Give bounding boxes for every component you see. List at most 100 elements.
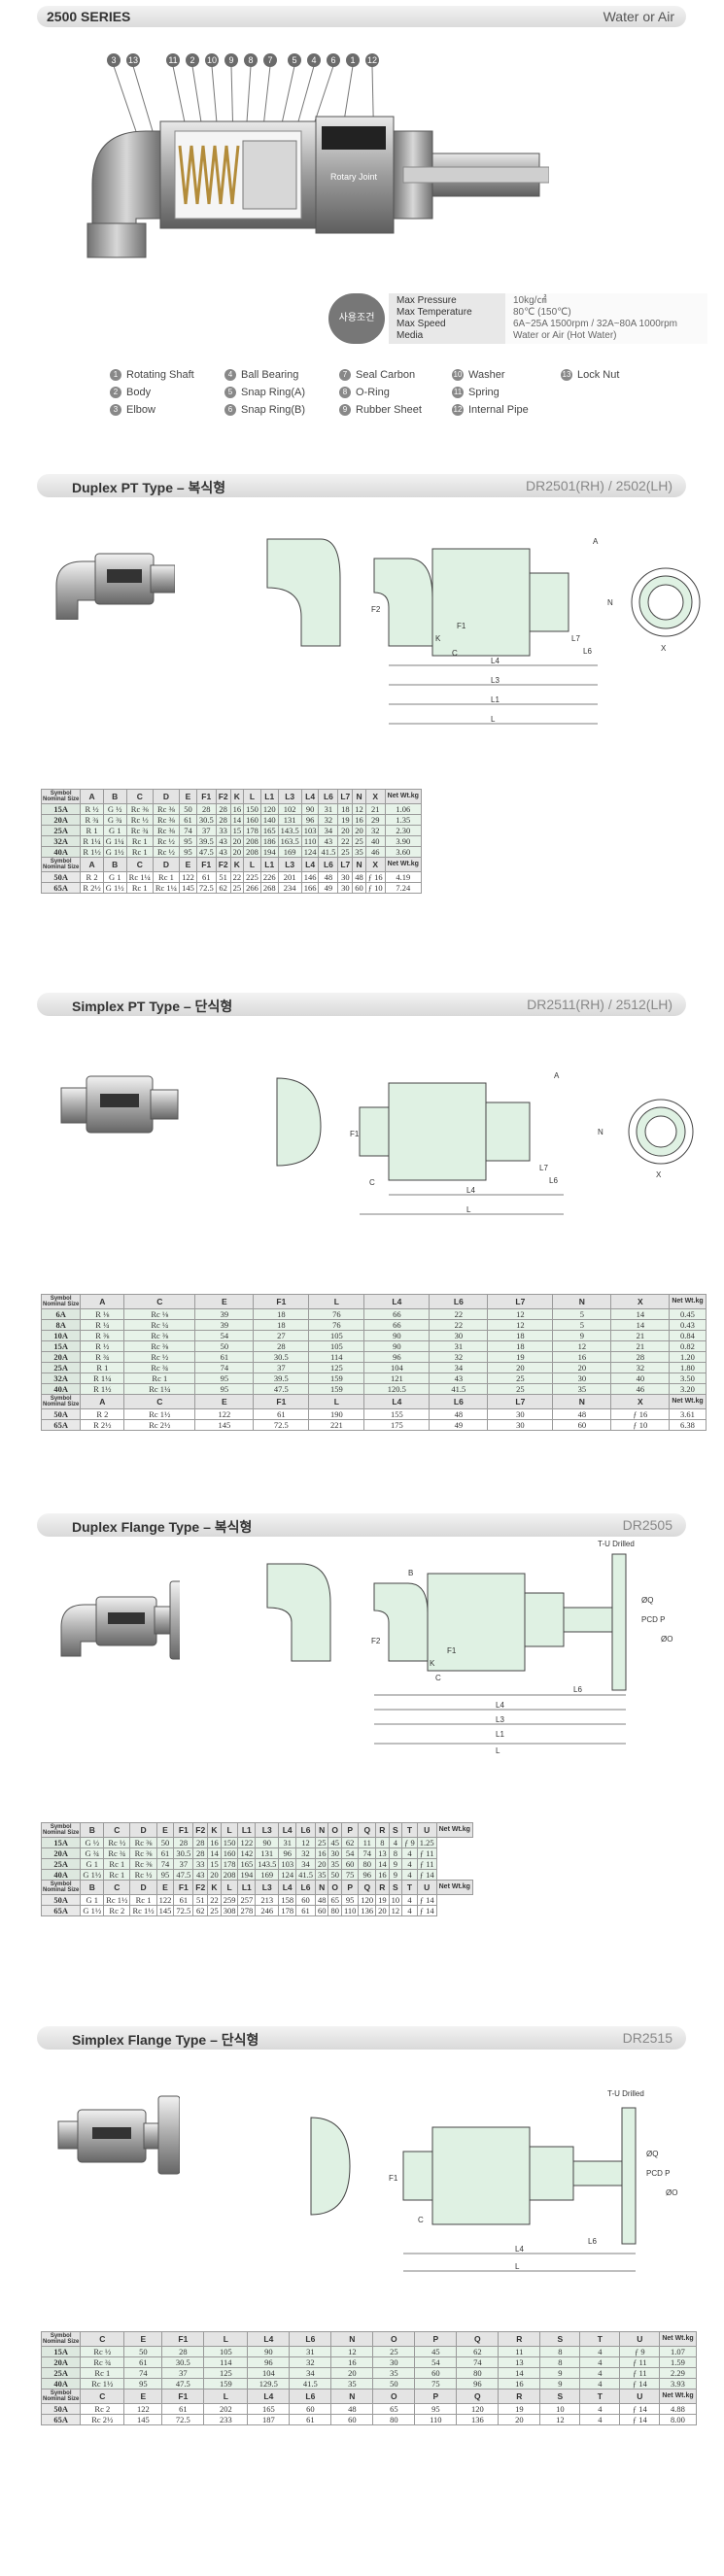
table-cell: 12 [388, 1905, 403, 1916]
table-cell: 2.30 [384, 825, 422, 836]
dimension-label: L [491, 715, 496, 724]
table-cell: 1.35 [384, 814, 422, 826]
table-cell: Rc 1¼ [152, 882, 181, 894]
table-header-cell: T [579, 2331, 621, 2347]
table-header-cell: N [314, 1880, 329, 1895]
table-cell: 80 [456, 2367, 500, 2379]
table-cell: 4 [401, 1858, 418, 1870]
table-cell: 160 [220, 1847, 239, 1859]
table-header-cell: Q [456, 2389, 500, 2404]
dimension-label: F1 [447, 1646, 457, 1655]
table-cell: 4 [579, 2346, 621, 2357]
table-cell: 27 [253, 1330, 310, 1341]
table-cell: 165 [237, 1858, 257, 1870]
table-cell: 145 [194, 1419, 255, 1431]
table-header-cell: N [352, 789, 366, 804]
table-header-cell: U [619, 2331, 661, 2347]
table-header-cell: L3 [277, 857, 302, 872]
table-cell: 178 [220, 1858, 239, 1870]
dimension-label: L4 [466, 1186, 475, 1195]
table-cell: ƒ 9 [401, 1837, 418, 1848]
table-header-cell: N [552, 1294, 612, 1309]
callout-8: 8 [244, 53, 258, 67]
table-cell: 31 [318, 803, 339, 815]
table-cell: 32 [610, 1362, 671, 1373]
table-cell: 61 [161, 2403, 205, 2415]
table-cell: 96 [456, 2378, 500, 2390]
table-cell: R 1½ [80, 846, 104, 858]
table-cell: 74 [179, 825, 197, 836]
dimension-label: L4 [496, 1701, 504, 1710]
table-cell: 21 [610, 1330, 671, 1341]
table-cell: 40A [40, 1383, 82, 1395]
table-header-cell: K [229, 789, 245, 804]
table-cell: 95 [179, 846, 197, 858]
table-cell: 39 [194, 1319, 255, 1331]
table-cell: 54 [194, 1330, 255, 1341]
table-cell: 75 [340, 1869, 360, 1881]
table-header-cell: E [179, 789, 197, 804]
table-cell: 25A [40, 1858, 82, 1870]
table-header-cell: Net Wt.kg [669, 1394, 707, 1409]
table-cell: 122 [179, 871, 197, 883]
table-header-cell: F1 [195, 789, 217, 804]
table-cell: 143.5 [277, 825, 302, 836]
section-model: DR2501(RH) / 2502(LH) [526, 478, 672, 493]
table-cell: Rc 1½ [103, 1894, 131, 1906]
table-header-cell: F2 [192, 1822, 209, 1838]
table-cell: 16 [552, 1351, 612, 1363]
table-cell: 95 [123, 2378, 163, 2390]
table-cell: 65A [40, 2414, 82, 2425]
table-cell: R 1 [80, 825, 104, 836]
table-cell: 30.5 [195, 814, 217, 826]
table-header-cell: A [80, 789, 104, 804]
table-cell: 35 [352, 846, 366, 858]
table-cell: 11 [498, 2346, 541, 2357]
table-header-cell: C [103, 1880, 131, 1895]
table-cell: 110 [300, 835, 320, 847]
table-cell: 110 [414, 2414, 458, 2425]
table-header-cell: C [103, 1822, 131, 1838]
table-header-cell: P [414, 2331, 458, 2347]
table-header-cell: P [414, 2389, 458, 2404]
table-cell: 37 [195, 825, 217, 836]
table-cell: 20A [40, 814, 82, 826]
table-cell: 65A [40, 1905, 82, 1916]
table-cell: 120 [358, 1894, 377, 1906]
table-cell: 16 [330, 2356, 374, 2368]
table-header-cell: U [416, 1880, 437, 1895]
table-cell: 221 [308, 1419, 365, 1431]
label-temperature: Max Temperature [396, 307, 472, 318]
section-title: Duplex Flange Type – 복식형 [72, 1519, 253, 1535]
table-cell: 114 [203, 2356, 249, 2368]
table-cell: 62 [340, 1837, 360, 1848]
table-cell: 5 [552, 1319, 612, 1331]
dimension-label: L4 [515, 2245, 524, 2254]
table-cell: Rc 1½ [80, 2378, 125, 2390]
section-title: Simplex PT Type – 단식형 [72, 999, 233, 1014]
table-cell: 208 [243, 835, 261, 847]
dimension-label: L7 [539, 1164, 548, 1172]
table-cell: 121 [363, 1373, 431, 1384]
table-cell: 131 [277, 814, 302, 826]
table-cell: ƒ 16 [364, 871, 386, 883]
callout-2: 2 [186, 53, 199, 67]
table-header-cell: E [155, 1880, 175, 1895]
table-cell: 61 [123, 2356, 163, 2368]
table-cell: 175 [363, 1419, 431, 1431]
duplex-pt-photo [55, 553, 175, 620]
table-cell: 103 [300, 825, 320, 836]
cutaway-illustration: Rotary Joint 3 13 11 2 10 9 8 7 5 4 6 1 … [83, 39, 550, 272]
simplex-flange-photo [57, 2095, 180, 2175]
